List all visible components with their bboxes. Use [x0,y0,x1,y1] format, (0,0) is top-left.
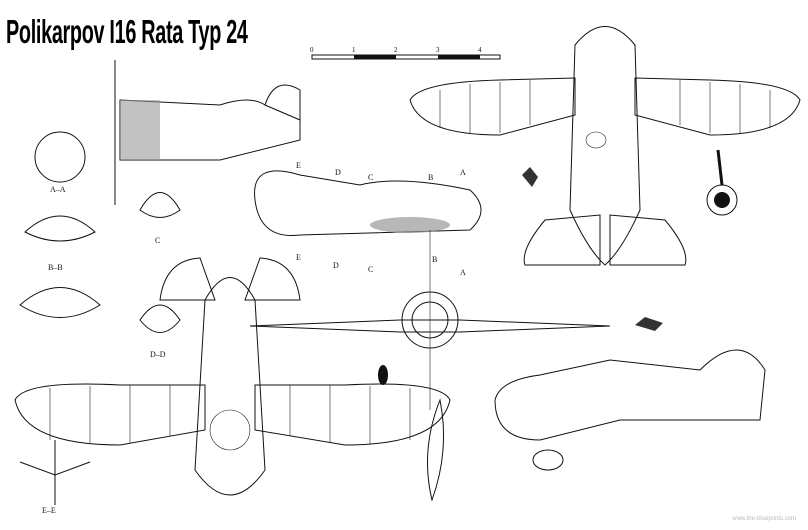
scale-bar: 0 1 2 3 4 [310,46,501,60]
marker-e-top: E [296,161,301,170]
marker-b-top: B [428,173,433,182]
perspective-view [494,317,766,471]
scale-tick-2: 2 [394,46,398,54]
scale-tick-4: 4 [478,46,482,54]
scale-tick-1: 1 [352,46,356,54]
section-label-c: C [155,236,160,245]
bottom-view [14,257,451,496]
section-label-ee: E–E [42,506,56,515]
section-label-aa: A–A [50,185,66,194]
scale-tick-3: 3 [436,46,440,54]
marker-a-top: A [460,168,466,177]
marker-c-top: C [368,173,373,182]
section-label-bb: B–B [48,263,63,272]
marker-e-bottom: E [296,253,301,262]
section-label-dd: D–D [150,350,166,359]
watermark: www.the-blueprints.com [732,516,796,522]
marker-c-bottom: C [368,265,373,274]
scale-tick-0: 0 [310,46,314,54]
side-profile: E D C B A E D C B A [254,161,482,277]
front-view [249,230,611,502]
marker-d-top: D [335,168,341,177]
top-view [409,26,801,266]
side-view-structure: A–A C B–B D–D E–E [19,60,301,515]
marker-b-bottom: B [432,255,437,264]
drawing-title: Polikarpov I16 Rata Typ 24 [6,13,248,50]
marker-a-bottom: A [460,268,466,277]
marker-d-bottom: D [333,261,339,270]
